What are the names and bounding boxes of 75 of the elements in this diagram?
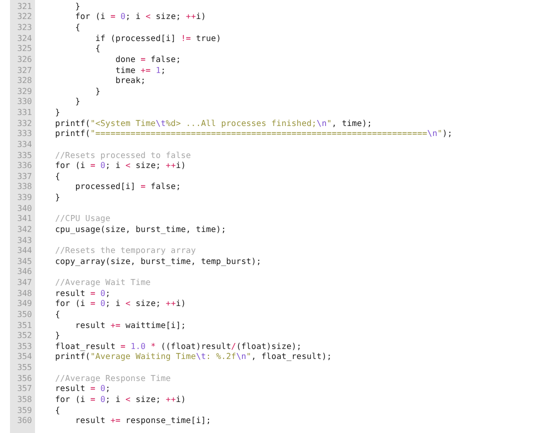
line-number: 346 bbox=[16, 266, 33, 276]
line-number: 351 bbox=[16, 320, 33, 330]
line-number: 331 bbox=[16, 107, 33, 118]
code-line: for (i = 0; i < size; ++i) bbox=[54, 394, 186, 404]
code-line: for (i = 0; i < size; ++i) bbox=[54, 160, 186, 170]
line-number: 330 bbox=[16, 96, 33, 106]
line-number: 349 bbox=[16, 298, 33, 308]
code-line: float_result = 1.0 * ((float)result/(float)size); bbox=[54, 340, 302, 351]
line-number: 325 bbox=[16, 43, 33, 54]
line-number: 341 bbox=[16, 213, 33, 224]
code-line: { bbox=[54, 308, 60, 319]
code-line: //Average Wait Time bbox=[54, 277, 151, 288]
line-number: 321 bbox=[16, 0, 33, 11]
code-line: result += waittime[i]; bbox=[74, 320, 186, 330]
line-number: 329 bbox=[16, 86, 33, 96]
code-line: //Resets processed to false bbox=[54, 150, 191, 160]
line-number: 333 bbox=[16, 128, 33, 138]
line-number: 353 bbox=[16, 340, 33, 351]
line-number: 337 bbox=[16, 170, 33, 181]
line-number: 359 bbox=[16, 404, 33, 415]
line-number: 335 bbox=[16, 150, 33, 160]
code-line: break; bbox=[114, 75, 146, 86]
line-number: 334 bbox=[16, 138, 33, 149]
code-line: result = 0; bbox=[54, 383, 110, 394]
code-line: //CPU Usage bbox=[54, 213, 110, 224]
line-number: 347 bbox=[16, 277, 33, 288]
line-number: 328 bbox=[16, 75, 33, 86]
code-line: { bbox=[54, 170, 60, 181]
line-number: 345 bbox=[16, 256, 33, 266]
line-number: 322 bbox=[16, 11, 33, 22]
line-number: 338 bbox=[16, 181, 33, 192]
line-number: 323 bbox=[16, 22, 33, 32]
line-number: 326 bbox=[16, 54, 33, 64]
line-number: 348 bbox=[16, 288, 33, 298]
code-line: processed[i] = false; bbox=[74, 181, 181, 192]
code-line: //Average Response Time bbox=[54, 372, 171, 383]
code-line: { bbox=[74, 22, 80, 32]
line-number: 357 bbox=[16, 383, 33, 394]
code-line: } bbox=[54, 330, 60, 340]
line-number: 344 bbox=[16, 245, 33, 256]
line-number: 340 bbox=[16, 202, 33, 213]
code-line: printf("Average Waiting Time\t: %.2f\n", float_result); bbox=[54, 351, 332, 362]
line-number: 356 bbox=[16, 372, 33, 383]
code-line: for (i = 0; i < size; ++i) bbox=[74, 11, 206, 22]
line-number: 332 bbox=[16, 118, 33, 128]
line-number: 343 bbox=[16, 234, 33, 245]
code-line: result += response_time[i]; bbox=[74, 415, 212, 426]
line-number: 358 bbox=[16, 394, 33, 404]
line-number: 355 bbox=[16, 362, 33, 372]
line-number: 339 bbox=[16, 192, 33, 202]
code-line: //Resets the temporary array bbox=[54, 245, 196, 256]
code-line: time += 1; bbox=[114, 64, 166, 75]
code-line: } bbox=[54, 192, 60, 202]
code-line: copy_array(size, burst_time, temp_burst); bbox=[54, 256, 262, 266]
line-number: 352 bbox=[16, 330, 33, 340]
code-line: printf("==================================================================\n"); bbox=[54, 128, 452, 138]
code-line: for (i = 0; i < size; ++i) bbox=[54, 298, 186, 308]
line-number: 336 bbox=[16, 160, 33, 170]
code-line: if (processed[i] != true) bbox=[94, 32, 222, 43]
code-line: printf("<System Time\t%d> ...All processes finished;\n", time); bbox=[54, 118, 372, 128]
line-number: 342 bbox=[16, 224, 33, 234]
code-line: } bbox=[54, 107, 60, 118]
code-line: cpu_usage(size, burst_time, time); bbox=[54, 224, 226, 234]
code-line: } bbox=[94, 86, 100, 96]
code-line: { bbox=[54, 404, 60, 415]
code-line: } bbox=[74, 0, 80, 11]
line-number: 354 bbox=[16, 351, 33, 362]
code-line: } bbox=[74, 96, 80, 106]
code-line: done = false; bbox=[114, 54, 181, 64]
code-line: { bbox=[94, 43, 100, 54]
line-number: 324 bbox=[16, 32, 33, 43]
line-number: 327 bbox=[16, 64, 33, 75]
line-number: 350 bbox=[16, 308, 33, 319]
code-line: result = 0; bbox=[54, 288, 110, 298]
line-number: 360 bbox=[16, 415, 33, 426]
